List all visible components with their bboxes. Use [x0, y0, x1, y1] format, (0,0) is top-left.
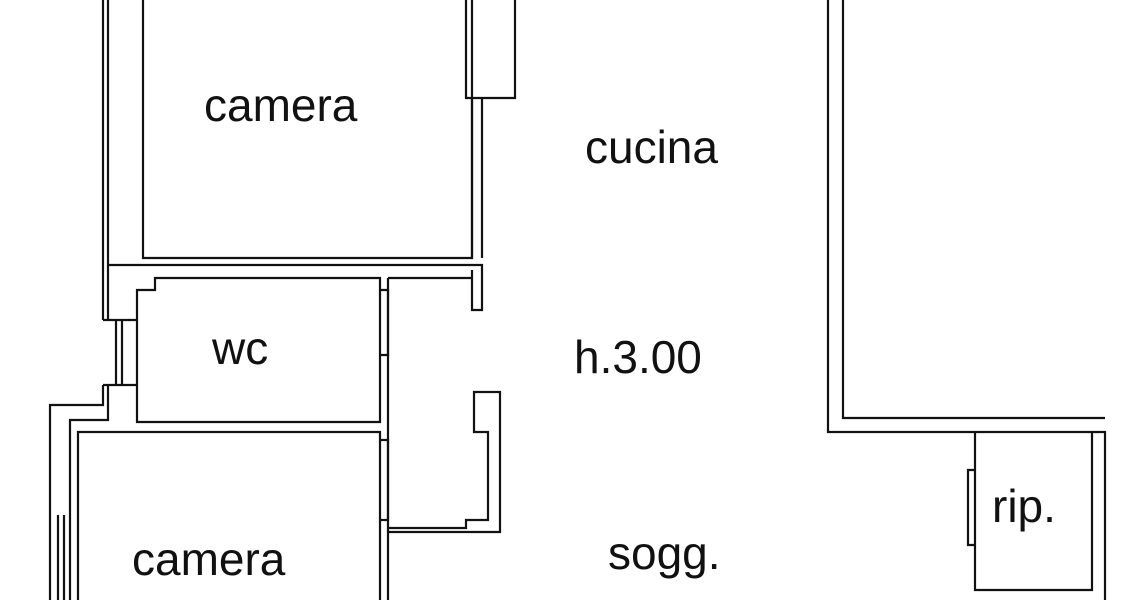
- rip-door-frame: [966, 468, 975, 547]
- room-label-cucina: cucina: [585, 121, 718, 173]
- ceiling-height-label: h.3.00: [574, 331, 702, 383]
- wc-window: [103, 318, 137, 387]
- camera-bottom-room: [76, 430, 382, 600]
- room-label-ripostiglio: rip.: [992, 480, 1056, 532]
- top-closet: [464, 0, 517, 100]
- mid-wall: [386, 276, 472, 600]
- wc-room: [135, 276, 382, 424]
- camera-door-frame: [380, 438, 390, 522]
- right-wall-inner: [826, 0, 1107, 600]
- partition-top: [108, 98, 484, 312]
- right-wall-outer: [841, 0, 1105, 420]
- room-label-camera-top: camera: [204, 79, 358, 131]
- wc-door-frame: [380, 288, 390, 357]
- camera-window: [56, 515, 66, 600]
- room-label-camera-bottom: camera: [132, 533, 286, 585]
- room-label-soggiorno: sogg.: [608, 527, 721, 579]
- left-outer-wall: [48, 0, 105, 600]
- room-label-wc: wc: [212, 322, 269, 374]
- rip-room: [973, 432, 1094, 592]
- hall-closet: [388, 390, 502, 534]
- left-inner-wall: [68, 0, 110, 600]
